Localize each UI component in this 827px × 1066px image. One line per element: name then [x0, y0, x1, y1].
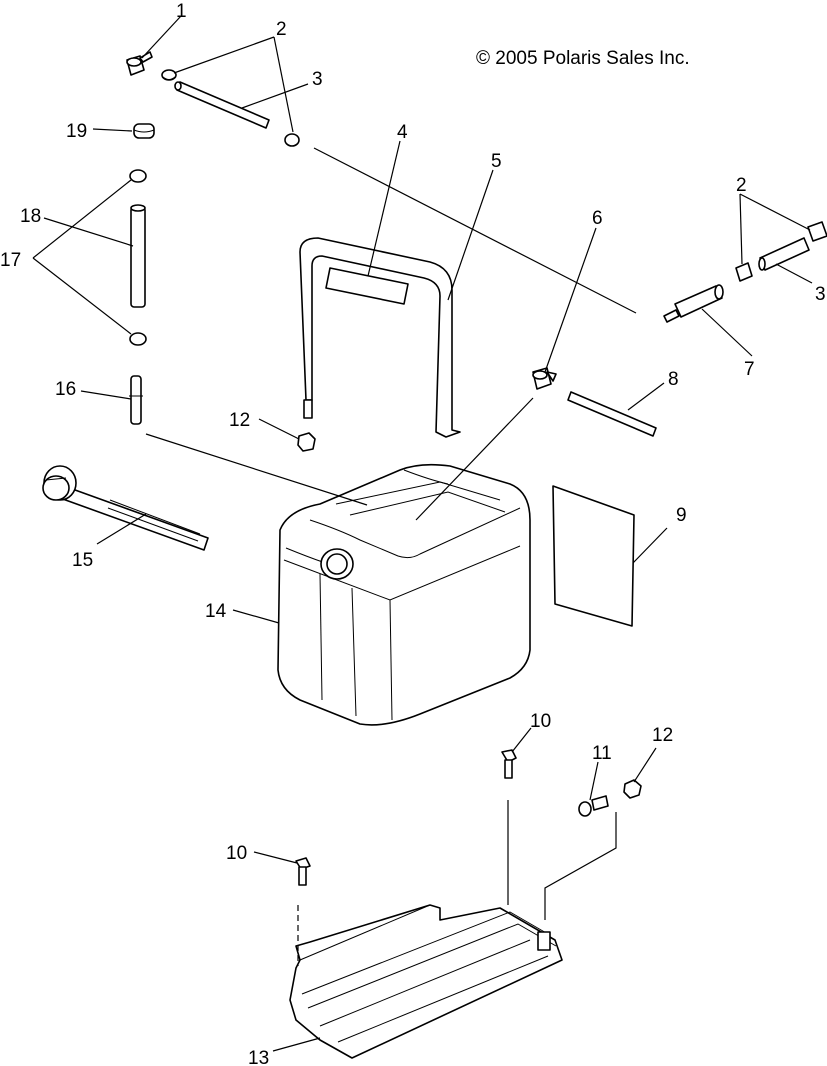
callout-1: 1	[176, 1, 187, 22]
part-2-clamp-top-left	[161, 69, 177, 81]
callout-19: 19	[66, 121, 87, 142]
part-6-vent-fitting	[532, 367, 557, 390]
part-10-bolt-upper	[501, 749, 517, 779]
callout-18: 18	[20, 206, 41, 227]
copyright-notice: © 2005 Polaris Sales Inc.	[476, 48, 690, 69]
callout-16: 16	[55, 379, 76, 400]
part-8-hose-right	[567, 391, 657, 437]
callout-14: 14	[205, 601, 227, 622]
part-9-tank-pad	[552, 485, 635, 627]
callout-6: 6	[592, 208, 603, 229]
part-3-hose-right	[758, 237, 810, 271]
part-13-skid-plate	[289, 904, 563, 1059]
callout-12-lower: 12	[652, 725, 673, 746]
callout-3-right: 3	[815, 284, 826, 305]
callout-5: 5	[491, 151, 502, 172]
part-1-vent-fitting	[126, 51, 153, 76]
part-14-fuel-tank	[277, 463, 531, 726]
callout-4: 4	[397, 122, 408, 143]
part-2-clamp-top-right	[284, 133, 300, 147]
part-11-bolt	[578, 795, 609, 817]
part-18-hose-left	[130, 204, 146, 308]
part-17-clamp-lower	[129, 332, 147, 346]
callout-12-middle: 12	[229, 410, 250, 431]
part-7-inline-filter	[663, 284, 724, 323]
callout-17: 17	[0, 250, 21, 271]
callout-9: 9	[676, 505, 687, 526]
part-2-clamp-right-lower	[735, 262, 753, 282]
part-5-retaining-strap	[299, 237, 461, 438]
callout-8: 8	[668, 369, 679, 390]
callout-2-top: 2	[276, 19, 287, 40]
part-4-warning-decal	[325, 267, 409, 305]
callout-7: 7	[744, 359, 755, 380]
part-12-nut-lower	[623, 779, 642, 799]
callout-3-top: 3	[312, 69, 323, 90]
callout-10-lower: 10	[226, 843, 247, 864]
part-10-bolt-lower	[295, 857, 311, 886]
callout-11: 11	[592, 743, 612, 764]
part-12-nut-middle	[297, 432, 316, 452]
callout-13: 13	[248, 1048, 269, 1066]
callout-15: 15	[72, 550, 93, 571]
callout-10-upper: 10	[530, 711, 551, 732]
part-17-clamp-upper	[129, 169, 147, 183]
callout-2-right: 2	[736, 175, 747, 196]
part-2-clamp-right-upper	[807, 221, 827, 242]
part-15-fuel-cap-gauge	[42, 465, 209, 551]
leader-lines	[32, 15, 813, 1052]
part-19-grommet	[133, 123, 155, 139]
part-3-hose-top	[174, 81, 270, 129]
part-16-fitting	[129, 375, 143, 425]
